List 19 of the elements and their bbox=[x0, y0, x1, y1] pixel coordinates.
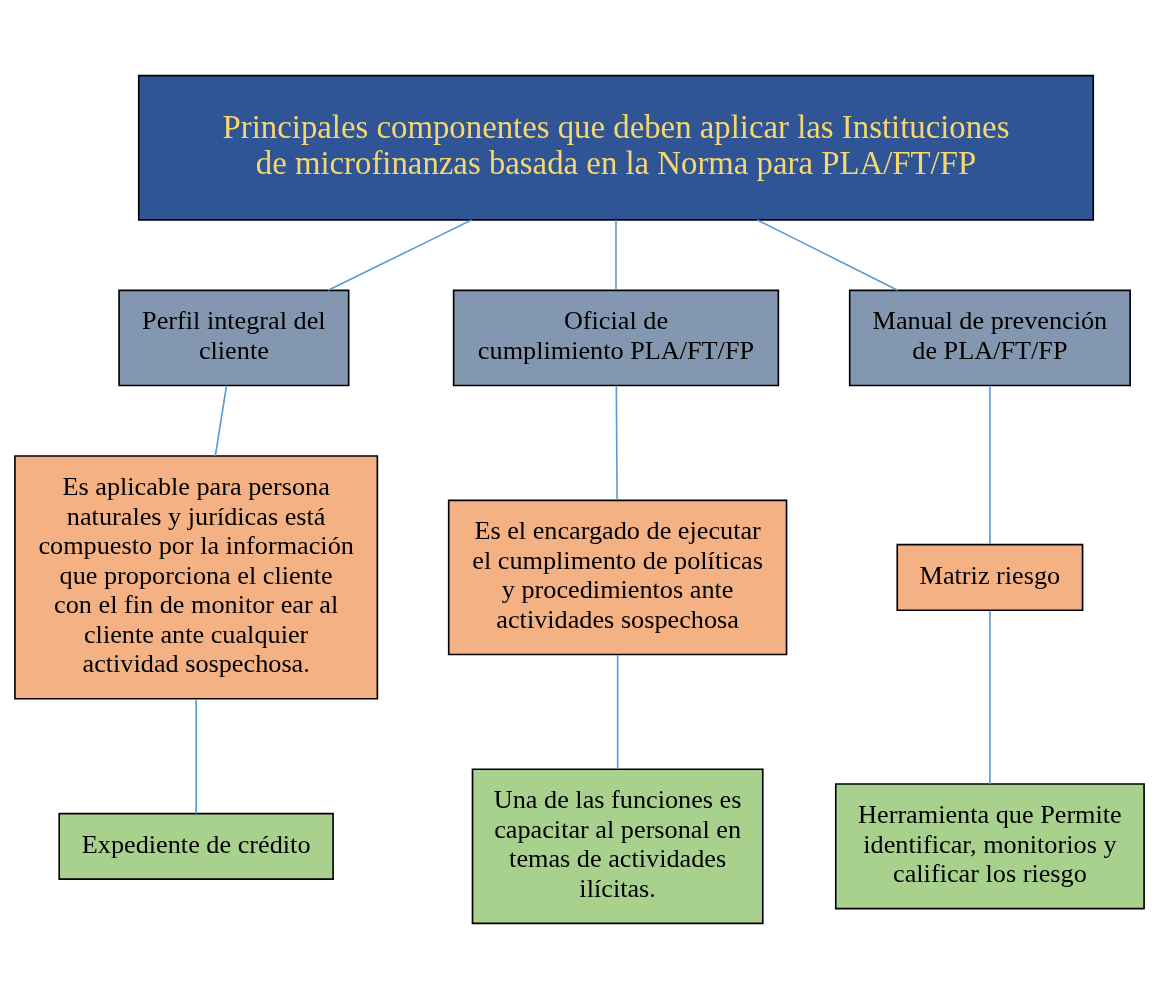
node-box: Es el encargado de ejecutar el cumplimento de políticas y procedimientos ante actividades sospechosa bbox=[447, 499, 788, 656]
connector bbox=[615, 384, 618, 501]
connector bbox=[989, 609, 991, 785]
node-box: Expediente de crédito bbox=[58, 812, 334, 880]
connector bbox=[195, 698, 197, 815]
connector bbox=[989, 384, 991, 545]
connector bbox=[327, 219, 473, 291]
node-box: Perfil integral del cliente bbox=[118, 289, 350, 387]
node-box: Una de las funciones es capacitar al personal en temas de actividades ilícitas. bbox=[471, 768, 764, 925]
node-box: Oficial de cumplimiento PLA/FT/FP bbox=[452, 289, 780, 387]
node-box: Manual de prevención de PLA/FT/FP bbox=[848, 289, 1131, 387]
node-box: Principales componentes que deben aplicar las Instituciones de microfinanzas basada en la Norma para PLA/FT/FP bbox=[137, 74, 1095, 221]
node-box: Matriz riesgo bbox=[896, 543, 1084, 612]
node-box: Herramienta que Permite identificar, monitorios y calificar los riesgo bbox=[834, 783, 1145, 910]
connector bbox=[615, 219, 617, 291]
connector bbox=[214, 384, 228, 457]
connector bbox=[616, 654, 619, 770]
connector bbox=[756, 219, 899, 291]
node-box: Es aplicable para persona naturales y jurídicas está compuesto por la información que proporciona el cliente con el fin de monitor ear al cliente ante cualquier actividad sospechosa. bbox=[14, 455, 379, 700]
